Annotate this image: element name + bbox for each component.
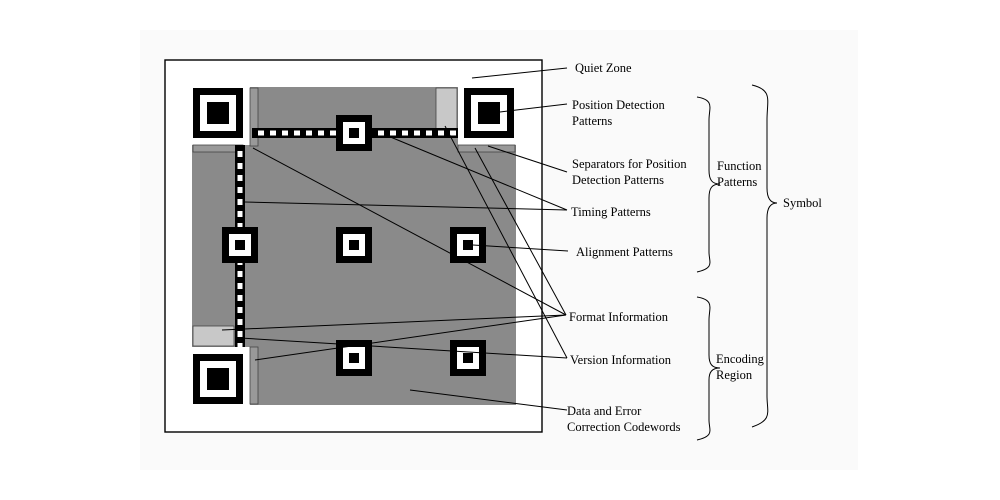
- alignment-pattern-top: [336, 115, 372, 151]
- leader-format-3: [221, 314, 567, 331]
- label-format-information: Format Information: [569, 310, 668, 324]
- leader-data-codewords: [409, 389, 568, 411]
- alignment-pattern-bottom-right: [450, 340, 486, 376]
- label-function-patterns: Function Patterns: [717, 159, 762, 189]
- label-version-information: Version Information: [570, 353, 672, 367]
- label-data-codewords: Data and Error Correction Codewords: [567, 404, 681, 434]
- alignment-pattern-left: [222, 227, 258, 263]
- position-detection-pattern-top-right: [464, 88, 514, 138]
- label-quiet-zone: Quiet Zone: [575, 61, 632, 75]
- format-information-strip-top: [249, 87, 259, 147]
- leader-timing-2: [244, 201, 568, 211]
- leader-version-1: [444, 125, 568, 359]
- function-patterns-bracket: [696, 96, 721, 273]
- version-information-bottom-left: [192, 325, 235, 347]
- leader-format-4: [254, 314, 567, 361]
- format-information-strip-right: [457, 144, 516, 153]
- alignment-pattern-center: [336, 227, 372, 263]
- leader-version-2: [239, 337, 568, 359]
- leader-format-1: [252, 147, 567, 316]
- leader-alignment: [472, 244, 569, 252]
- leader-timing-1: [387, 135, 568, 211]
- position-detection-pattern-bottom-left: [193, 354, 243, 404]
- version-information-top-right: [435, 87, 458, 130]
- label-encoding-region: Encoding Region: [716, 352, 764, 382]
- symbol-bracket: [751, 84, 778, 428]
- label-separators: Separators for Position Detection Patter…: [572, 157, 687, 187]
- position-detection-pattern-top-left: [193, 88, 243, 138]
- label-symbol: Symbol: [783, 196, 822, 210]
- leader-quiet-zone: [471, 67, 568, 79]
- label-alignment-patterns: Alignment Patterns: [576, 245, 673, 259]
- alignment-pattern-right: [450, 227, 486, 263]
- label-position-detection-patterns: Position Detection Patterns: [572, 98, 665, 128]
- format-information-strip-bottom: [249, 346, 259, 405]
- leader-separators: [487, 145, 568, 173]
- label-timing-patterns: Timing Patterns: [571, 205, 651, 219]
- leader-format-2: [474, 147, 567, 316]
- encoding-region-bracket: [696, 296, 721, 441]
- leader-position-detection: [499, 103, 568, 113]
